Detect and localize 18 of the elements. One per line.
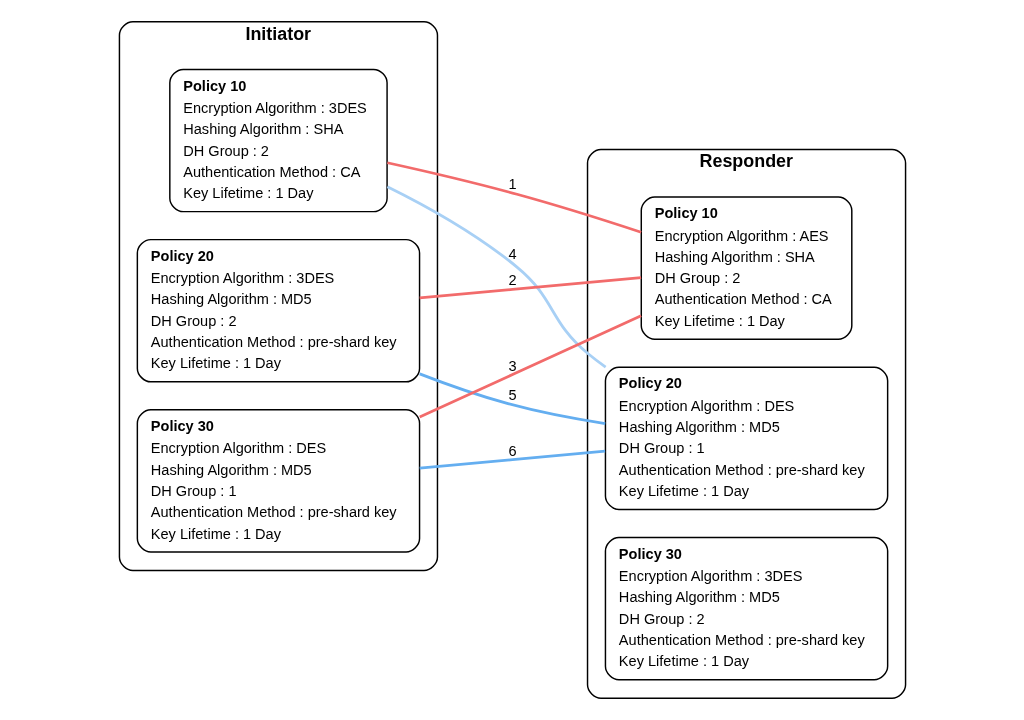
edge-label: 6 bbox=[507, 442, 517, 459]
node-box: Policy 20 Encryption Algorithm : DES Hashing Algorithm : MD5 DH Group : 1 Authentication Method : pre-shard key Key Lifetime : 1 Day bbox=[604, 366, 888, 511]
edge-label: 1 bbox=[507, 176, 517, 193]
edge-label: 5 bbox=[507, 386, 517, 403]
node-box: Policy 30 Encryption Algorithm : DES Hashing Algorithm : MD5 DH Group : 1 Authentication Method : pre-shard key Key Lifetime : 1 Day bbox=[136, 409, 420, 553]
node-box: Policy 10 Encryption Algorithm : 3DES Hashing Algorithm : SHA DH Group : 2 Authentication Method : CA Key Lifetime : 1 Day bbox=[168, 68, 388, 213]
connector bbox=[419, 276, 641, 300]
edge-label: 2 bbox=[507, 272, 517, 289]
connector bbox=[418, 372, 605, 425]
connector bbox=[419, 449, 605, 470]
connector bbox=[386, 185, 606, 369]
edge-label: 4 bbox=[507, 245, 517, 262]
node-box: Policy 20 Encryption Algorithm : 3DES Hashing Algorithm : MD5 DH Group : 2 Authentication Method : pre-shard key Key Lifetime : 1 Day bbox=[136, 238, 420, 383]
connector bbox=[418, 314, 642, 419]
node-box: Policy 30 Encryption Algorithm : 3DES Hashing Algorithm : MD5 DH Group : 2 Authentication Method : pre-shard key Key Lifetime : 1 Day bbox=[604, 536, 888, 681]
node-box: Policy 10 Encryption Algorithm : AES Hashing Algorithm : SHA DH Group : 2 Authentication Method : CA Key Lifetime : 1 Day bbox=[640, 196, 853, 340]
connector bbox=[386, 161, 642, 234]
edge-label: 3 bbox=[507, 357, 517, 374]
